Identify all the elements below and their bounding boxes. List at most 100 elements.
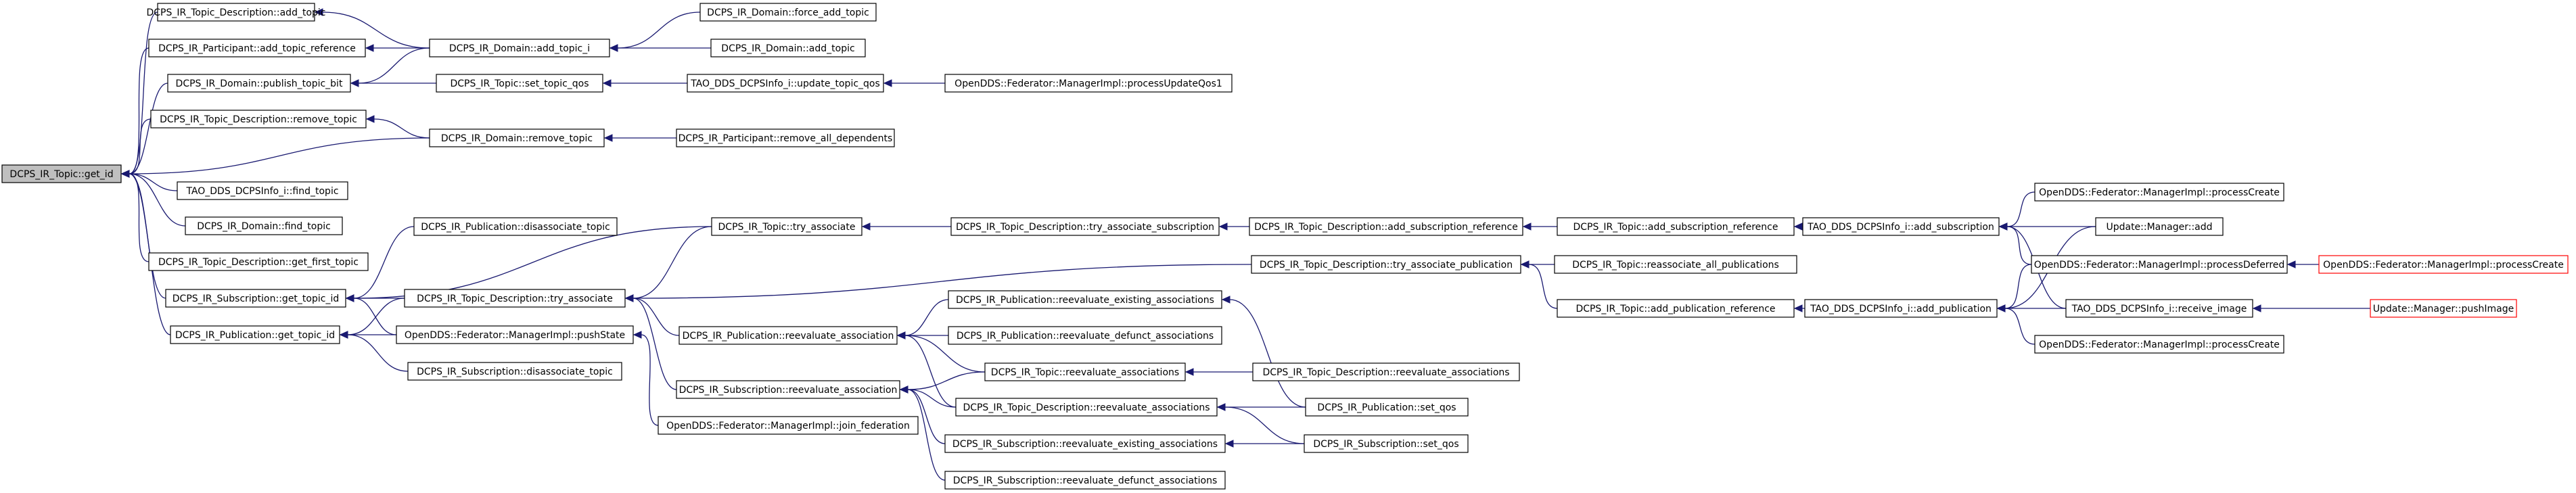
graph-node-dcps-ir-domain-add-topic[interactable]: DCPS_IR_Domain::add_topic — [710, 39, 866, 57]
graph-node-label: DCPS_IR_Subscription::get_topic_id — [172, 294, 339, 304]
graph-node-dcps-ir-topic-reevaluate-associations[interactable]: DCPS_IR_Topic::reevaluate_associations — [984, 362, 1186, 381]
graph-node-dcps-ir-domain-remove-topic[interactable]: DCPS_IR_Domain::remove_topic — [429, 128, 605, 147]
graph-node-label: TAO_DDS_DCPSInfo_i::add_publication — [1810, 304, 1992, 314]
graph-node-opendds-federator-managerimpl-join-federation[interactable]: OpenDDS::Federator::ManagerImpl::join_fe… — [658, 416, 919, 435]
graph-node-label: DCPS_IR_Topic::set_topic_qos — [450, 78, 589, 89]
graph-node-box — [699, 3, 877, 22]
graph-node-dcps-ir-participant-remove-all-dependents[interactable]: DCPS_IR_Participant::remove_all_dependen… — [676, 128, 895, 147]
graph-node-dcps-ir-topic-description-try-associate-subscription[interactable]: DCPS_IR_Topic_Description::try_associate… — [950, 217, 1220, 236]
graph-node-box — [2034, 335, 2284, 354]
graph-node-box — [2031, 255, 2288, 274]
graph-node-box — [1802, 217, 2000, 236]
graph-node-label: TAO_DDS_DCPSInfo_i::find_topic — [185, 186, 338, 197]
graph-node-dcps-ir-domain-publish-topic-bit[interactable]: DCPS_IR_Domain::publish_topic_bit — [167, 74, 351, 93]
graph-node-label: DCPS_IR_Participant::remove_all_dependen… — [678, 133, 893, 144]
graph-node-opendds-federator-managerimpl-processupdateqos1[interactable]: OpenDDS::Federator::ManagerImpl::process… — [944, 74, 1233, 93]
graph-node-dcps-ir-participant-add-topic-reference[interactable]: DCPS_IR_Participant::add_topic_reference — [148, 39, 366, 57]
graph-node-label: DCPS_IR_Publication::reevaluate_existing… — [956, 295, 1214, 306]
graph-node-label: DCPS_IR_Subscription::set_qos — [1313, 439, 1458, 450]
graph-node-dcps-ir-topic-reassociate-all-publications[interactable]: DCPS_IR_Topic::reassociate_all_publicati… — [1554, 255, 1797, 274]
graph-node-opendds-federator-managerimpl-processdeferred[interactable]: OpenDDS::Federator::ManagerImpl::process… — [2031, 255, 2288, 274]
graph-node-label: DCPS_IR_Domain::publish_topic_bit — [176, 78, 343, 89]
graph-node-dcps-ir-subscription-reevaluate-existing-associations[interactable]: DCPS_IR_Subscription::reevaluate_existin… — [944, 434, 1226, 453]
graph-node-label: DCPS_IR_Topic::add_publication_reference — [1576, 304, 1775, 314]
graph-node-dcps-ir-domain-force-add-topic[interactable]: DCPS_IR_Domain::force_add_topic — [699, 3, 877, 22]
graph-edge-arrowhead — [1522, 222, 1532, 231]
graph-node-dcps-ir-topic-description-remove-topic[interactable]: DCPS_IR_Topic_Description::remove_topic — [150, 110, 367, 128]
graph-node-dcps-ir-subscription-reevaluate-defunct-associations[interactable]: DCPS_IR_Subscription::reevaluate_defunct… — [944, 471, 1226, 490]
graph-node-dcps-ir-topic-description-try-associate[interactable]: DCPS_IR_Topic_Description::try_associate — [404, 289, 626, 308]
graph-node-label: TAO_DDS_DCPSInfo_i::add_subscription — [1807, 222, 1994, 233]
graph-node-box — [1305, 398, 1469, 417]
graph-edge-arrowhead — [896, 331, 906, 339]
graph-node-dcps-ir-topic-description-get-first-topic[interactable]: DCPS_IR_Topic_Description::get_first_top… — [148, 252, 369, 271]
graph-node-tao-dds-dcpsinfo-i-receive-image[interactable]: TAO_DDS_DCPSInfo_i::receive_image — [2065, 299, 2253, 318]
graph-node-dcps-ir-subscription-reevaluate-association[interactable]: DCPS_IR_Subscription::reevaluate_associa… — [676, 380, 900, 399]
graph-node-label: DCPS_IR_Publication::reevaluate_associat… — [683, 331, 894, 342]
graph-node-tao-dds-dcpsinfo-i-add-subscription[interactable]: TAO_DDS_DCPSInfo_i::add_subscription — [1802, 217, 2000, 236]
graph-node-box — [944, 434, 1226, 453]
graph-edge — [129, 47, 150, 174]
graph-node-label: DCPS_IR_Domain::remove_topic — [441, 133, 593, 144]
graph-node-update-manager-pushimage[interactable]: Update::Manager::pushImage — [2370, 299, 2517, 318]
graph-node-label: DCPS_IR_Topic_Description::remove_topic — [160, 114, 357, 125]
graph-node-update-manager-add[interactable]: Update::Manager::add — [2095, 217, 2224, 236]
graph-node-dcps-ir-domain-find-topic[interactable]: DCPS_IR_Domain::find_topic — [185, 216, 343, 235]
graph-node-opendds-federator-managerimpl-processcreate[interactable]: OpenDDS::Federator::ManagerImpl::process… — [2034, 183, 2284, 202]
graph-node-dcps-ir-topic-description-add-subscription-reference[interactable]: DCPS_IR_Topic_Description::add_subscript… — [1249, 217, 1523, 236]
graph-node-box — [955, 398, 1218, 417]
graph-edge — [347, 334, 409, 372]
graph-node-dcps-ir-publication-reevaluate-existing-associations[interactable]: DCPS_IR_Publication::reevaluate_existing… — [948, 290, 1222, 309]
graph-node-opendds-federator-managerimpl-pushstate[interactable]: OpenDDS::Federator::ManagerImpl::pushSta… — [396, 325, 634, 344]
graph-edge — [904, 299, 949, 336]
graph-node-label: OpenDDS::Federator::ManagerImpl::process… — [954, 78, 1222, 89]
graph-edge-arrowhead — [120, 170, 130, 178]
graph-edge-arrowhead — [603, 134, 613, 142]
graph-node-box — [711, 217, 862, 236]
graph-node-tao-dds-dcpsinfo-i-find-topic[interactable]: TAO_DDS_DCPSInfo_i::find_topic — [177, 181, 348, 200]
graph-edge — [2004, 308, 2036, 345]
graph-node-box — [1557, 299, 1795, 318]
graph-edge-arrowhead — [861, 222, 871, 231]
graph-node-box — [2095, 217, 2224, 236]
graph-node-dcps-ir-topic-description-reevaluate-associations[interactable]: DCPS_IR_Topic_Description::reevaluate_as… — [955, 398, 1218, 417]
graph-node-dcps-ir-publication-reevaluate-defunct-associations[interactable]: DCPS_IR_Publication::reevaluate_defunct_… — [948, 326, 1222, 345]
graph-node-dcps-ir-domain-add-topic-i[interactable]: DCPS_IR_Domain::add_topic_i — [429, 39, 610, 57]
graph-node-dcps-ir-topic-description-add-topic[interactable]: DCPS_IR_Topic_Description::add_topic — [146, 3, 326, 22]
graph-node-dcps-ir-subscription-set-qos[interactable]: DCPS_IR_Subscription::set_qos — [1304, 434, 1469, 453]
graph-node-label: DCPS_IR_Topic_Description::try_associate — [417, 294, 613, 304]
graph-node-box — [150, 110, 367, 128]
graph-node-dcps-ir-topic-try-associate[interactable]: DCPS_IR_Topic::try_associate — [711, 217, 862, 236]
graph-edge — [129, 83, 168, 174]
graph-node-dcps-ir-topic-get-id[interactable]: DCPS_IR_Topic::get_id — [1, 164, 122, 183]
graph-node-box — [2065, 299, 2253, 318]
graph-node-dcps-ir-topic-add-publication-reference[interactable]: DCPS_IR_Topic::add_publication_reference — [1557, 299, 1795, 318]
graph-node-dcps-ir-publication-disassociate-topic[interactable]: DCPS_IR_Publication::disassociate_topic — [413, 217, 618, 236]
graph-node-dcps-ir-subscription-disassociate-topic[interactable]: DCPS_IR_Subscription::disassociate_topic — [407, 362, 622, 381]
graph-node-opendds-federator-managerimpl-processcreate[interactable]: OpenDDS::Federator::ManagerImpl::process… — [2034, 335, 2284, 354]
graph-node-dcps-ir-topic-description-try-associate-publication[interactable]: DCPS_IR_Topic_Description::try_associate… — [1251, 255, 1521, 274]
graph-node-tao-dds-dcpsinfo-i-update-topic-qos[interactable]: TAO_DDS_DCPSInfo_i::update_topic_qos — [687, 74, 884, 93]
graph-node-dcps-ir-publication-get-topic-id[interactable]: DCPS_IR_Publication::get_topic_id — [170, 325, 340, 344]
graph-edge-arrowhead — [1224, 440, 1234, 448]
graph-node-label: OpenDDS::Federator::ManagerImpl::process… — [2039, 339, 2280, 350]
graph-edge — [353, 298, 397, 335]
graph-node-dcps-ir-publication-set-qos[interactable]: DCPS_IR_Publication::set_qos — [1305, 398, 1469, 417]
graph-node-box — [2034, 183, 2284, 202]
graph-node-dcps-ir-topic-description-reevaluate-associations[interactable]: DCPS_IR_Topic_Description::reevaluate_as… — [1252, 362, 1520, 381]
graph-node-box — [1249, 217, 1523, 236]
graph-node-dcps-ir-topic-set-topic-qos[interactable]: DCPS_IR_Topic::set_topic_qos — [436, 74, 603, 93]
graph-node-label: DCPS_IR_Topic_Description::get_first_top… — [158, 257, 359, 268]
graph-node-opendds-federator-managerimpl-processcreate[interactable]: OpenDDS::Federator::ManagerImpl::process… — [2318, 255, 2569, 274]
graph-node-dcps-ir-publication-reevaluate-association[interactable]: DCPS_IR_Publication::reevaluate_associat… — [678, 326, 898, 345]
graph-edge — [907, 389, 946, 481]
graph-edge — [907, 389, 946, 444]
graph-node-dcps-ir-subscription-get-topic-id[interactable]: DCPS_IR_Subscription::get_topic_id — [165, 289, 346, 308]
graph-node-dcps-ir-topic-add-subscription-reference[interactable]: DCPS_IR_Topic::add_subscription_referenc… — [1557, 217, 1795, 236]
graph-node-box — [1, 164, 122, 183]
graph-node-box — [944, 74, 1233, 93]
graph-node-label: DCPS_IR_Subscription::disassociate_topic — [417, 367, 613, 377]
graph-node-tao-dds-dcpsinfo-i-add-publication[interactable]: TAO_DDS_DCPSInfo_i::add_publication — [1804, 299, 1998, 318]
graph-node-box — [404, 289, 626, 308]
graph-node-label: DCPS_IR_Subscription::reevaluate_defunct… — [953, 475, 1218, 486]
